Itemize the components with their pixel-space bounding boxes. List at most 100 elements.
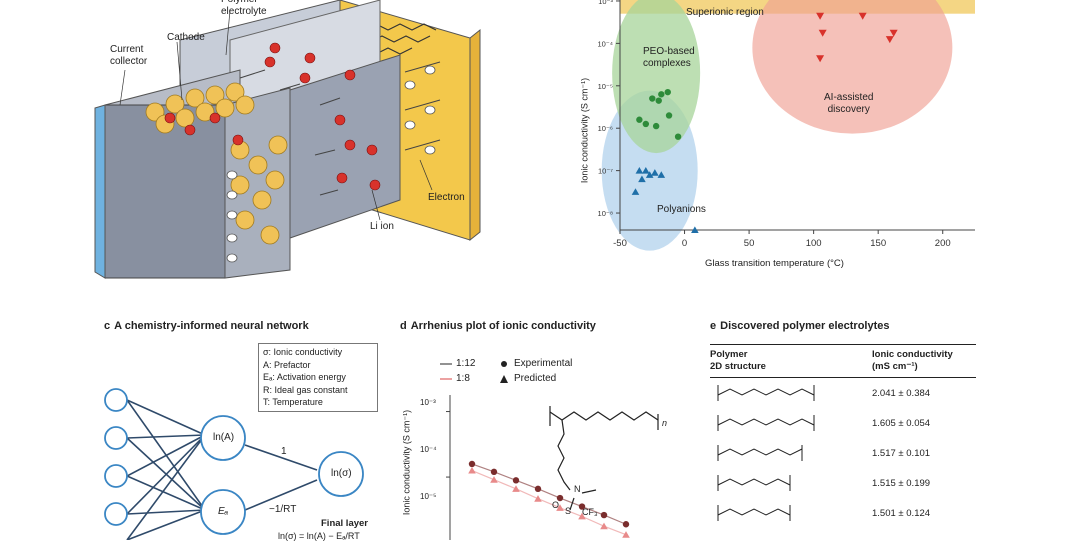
chart-b-xtick-label: 100 <box>806 238 822 249</box>
chart-b-ylabel: Ionic conductivity (S cm⁻¹) <box>579 77 590 184</box>
panel-c-title-text: A chemistry-informed neural network <box>114 320 309 332</box>
panel-e-title-text: Discovered polymer electrolytes <box>720 320 890 332</box>
weight-2: −1/RT <box>269 504 297 515</box>
chart-d-point <box>578 512 586 520</box>
chart-d-point <box>490 468 498 476</box>
table-row: 1.517 ± 0.101 <box>710 438 976 468</box>
polymer-structure-drawing <box>549 406 659 511</box>
legend-ratio-2: 1:8 <box>456 373 470 384</box>
chart-b-point <box>889 29 898 37</box>
chart-b-point <box>651 169 659 176</box>
chart-b-ytick-label: 10⁻⁸ <box>598 209 613 218</box>
chart-b-point <box>816 55 825 63</box>
chart-b-point <box>652 122 660 130</box>
chart-b-ytick-label: 10⁻⁴ <box>597 39 613 48</box>
conductivity-value: 1.515 ± 0.199 <box>872 477 931 489</box>
chart-b-xtick-label: 50 <box>744 238 755 249</box>
nn-legend-item: σ: Ionic conductivity <box>263 347 343 357</box>
ai-discovery-region <box>752 0 953 134</box>
table-row: 1.501 ± 0.124 <box>710 498 976 528</box>
conductivity-value: 2.041 ± 0.384 <box>872 387 931 399</box>
header-structure: Polymer 2D structure <box>710 349 766 372</box>
panel-d-letter: d <box>400 320 407 332</box>
structure-icon <box>717 474 791 491</box>
label-li-ion: Li ion <box>370 221 394 232</box>
chart-d-point <box>534 495 542 502</box>
chart-d-point <box>578 503 586 510</box>
header-conductivity: Ionic conductivity (mS cm⁻¹) <box>872 349 953 372</box>
chart-d-ytick: 10⁻⁵ <box>420 492 437 501</box>
structure-icon <box>717 414 815 431</box>
structure-cell <box>710 471 872 496</box>
chart-b-point <box>657 171 666 178</box>
table-row: 2.041 ± 0.384 <box>710 378 976 408</box>
arrhenius-legend: 1:12 1:8 Experimental Predicted <box>436 356 596 388</box>
chart-d-point <box>622 521 630 528</box>
peo-region <box>612 0 701 154</box>
legend-experimental: Experimental <box>514 358 573 369</box>
arrhenius-legend-svg <box>440 361 508 383</box>
conductivity-value: 1.605 ± 0.054 <box>872 417 931 429</box>
chart-b-xlabel: Glass transition temperature (°C) <box>705 258 844 269</box>
chart-d-series-line <box>471 463 627 525</box>
chart-b-point <box>636 116 643 123</box>
chart-d-point <box>556 494 564 502</box>
neural-network-diagram: ln(A) Eₐ ln(σ) 1 −1/RT Final layer ln(σ)… <box>95 380 395 541</box>
chart-b-point <box>664 88 671 96</box>
chart-b-point <box>691 226 699 233</box>
chart-b-xtick-label: 150 <box>870 238 886 249</box>
table-row: 1.515 ± 0.199 <box>710 468 976 498</box>
chart-b-point <box>816 12 825 20</box>
chart-d-point <box>490 476 498 483</box>
polymer-electrolyte-table: Polymer 2D structure Ionic conductivity … <box>710 344 976 528</box>
table-row: 1.605 ± 0.054 <box>710 408 976 438</box>
chart-d-point <box>600 522 608 530</box>
chart-b-point <box>665 112 673 119</box>
chart-b-point <box>649 95 656 102</box>
chart-d-ytick: 10⁻⁴ <box>420 445 437 454</box>
chart-d-series-line <box>471 469 627 536</box>
nn-legend-item: R: Ideal gas constant <box>263 384 348 395</box>
chart-b-point <box>642 167 650 174</box>
chart-d-point <box>534 485 542 493</box>
chart-b-point <box>635 167 644 174</box>
region-ai-label: AI-assisted discovery <box>824 92 874 115</box>
structure-cell <box>710 441 872 466</box>
chart-b-ytick-label: 10⁻³ <box>598 0 613 6</box>
region-peo-label: PEO-based complexes <box>643 46 695 69</box>
chart-b-ytick-label: 10⁻⁶ <box>598 124 613 133</box>
chart-b-point <box>858 12 867 20</box>
label-current-collector: Current collector <box>110 44 148 67</box>
nn-legend-item: T: Temperature <box>263 397 323 407</box>
conductivity-value: 1.501 ± 0.124 <box>872 507 931 519</box>
chart-b-point <box>638 175 646 183</box>
chart-d-point <box>600 511 608 519</box>
label-electron: Electron <box>428 192 465 203</box>
chart-b-ytick-label: 10⁻⁵ <box>598 82 613 91</box>
arrhenius-chart: 10⁻³ 10⁻⁴ 10⁻⁵ Ionic conductivity (S cm⁻… <box>400 395 690 544</box>
conductivity-value: 1.517 ± 0.101 <box>872 447 931 459</box>
chart-b-point <box>818 29 827 37</box>
chart-d-ylabel: Ionic conductivity (S cm⁻¹) <box>401 409 412 516</box>
table-header: Polymer 2D structure Ionic conductivity … <box>710 344 976 378</box>
chart-d-point <box>622 531 630 538</box>
weight-1: 1 <box>281 446 287 457</box>
region-superionic-label: Superionic region <box>686 7 764 18</box>
structure-S: S <box>565 506 572 516</box>
panel-c-letter: c <box>104 320 111 332</box>
label-cathode: Cathode <box>167 32 205 43</box>
structure-cf3: CF₃ <box>582 507 598 517</box>
chart-b-point <box>655 97 662 104</box>
chart-b-xtick-label: 200 <box>935 238 951 249</box>
chart-b-point <box>674 133 682 140</box>
nn-legend-item: Eₐ: Activation energy <box>263 372 346 382</box>
structure-icon <box>717 444 803 461</box>
chart-d-point <box>556 504 564 511</box>
structure-icon <box>717 504 791 521</box>
legend-ratio-1: 1:12 <box>456 358 476 369</box>
chart-b-xtick-label: 0 <box>682 238 687 249</box>
